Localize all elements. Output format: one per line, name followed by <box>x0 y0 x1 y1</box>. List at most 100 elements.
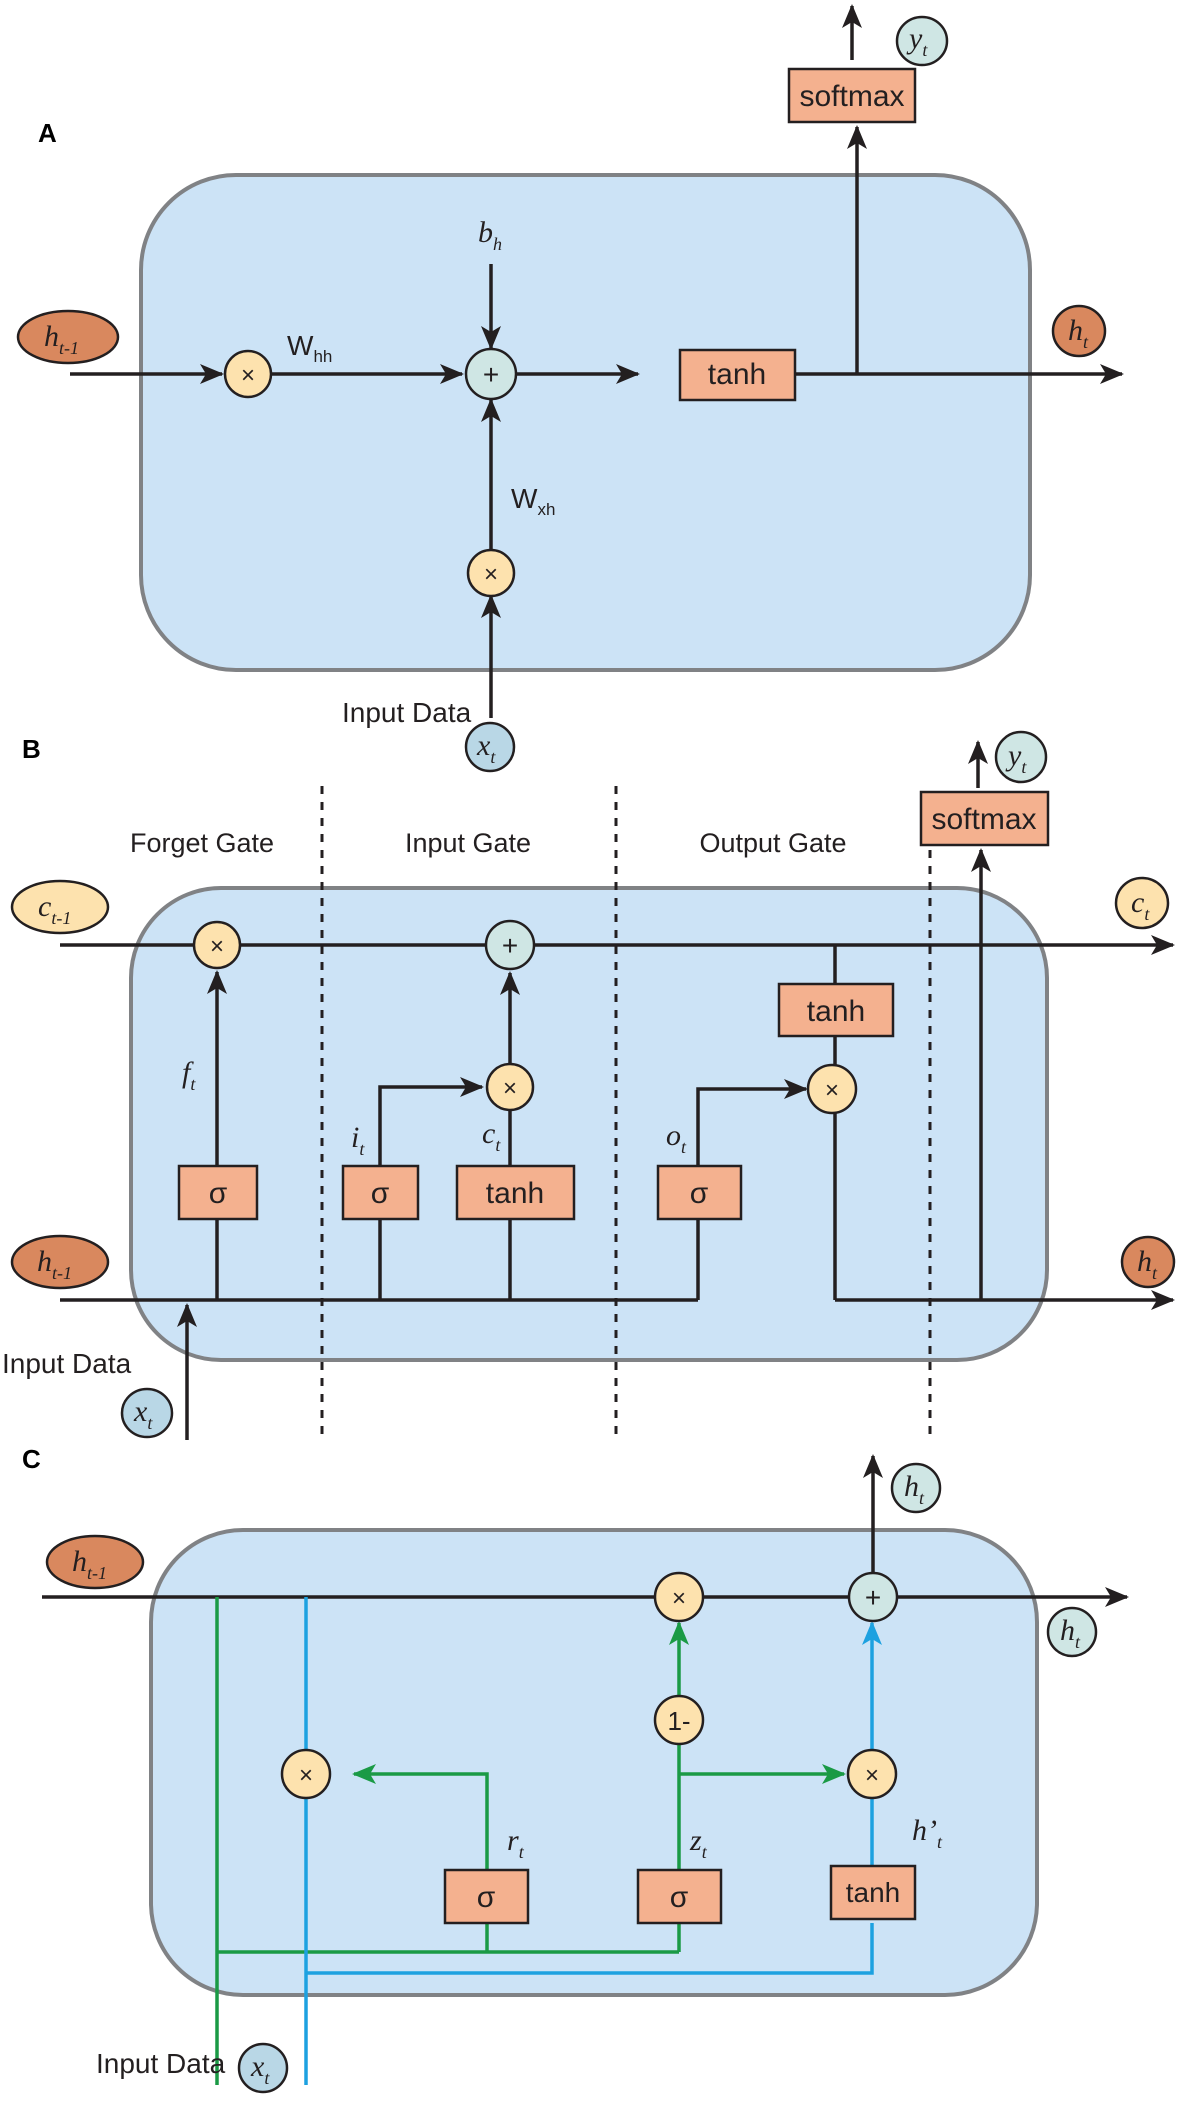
update-sigma-box: σ <box>636 1868 723 1925</box>
input-data-label: Input Data <box>96 2048 226 2079</box>
panel-c-label: C <box>22 1444 41 1474</box>
svg-text:×: × <box>672 1585 686 1612</box>
cell-add-op: + <box>484 919 536 971</box>
svg-text:×: × <box>484 561 498 588</box>
c-prev-node: ct-1 <box>10 879 110 935</box>
svg-text:+: + <box>483 359 499 390</box>
r-t-label: rt <box>507 1824 525 1862</box>
lstm-cell <box>129 886 1049 1362</box>
multiply-op-hh: × <box>223 349 273 399</box>
forget-multiply-op: × <box>192 920 242 970</box>
svg-text:×: × <box>825 1077 839 1104</box>
x-t-node: xt <box>237 2042 289 2094</box>
h-prev-node: ht-1 <box>10 1234 110 1290</box>
svg-text:σ: σ <box>670 1881 689 1914</box>
tanh-box: tanh <box>678 348 797 402</box>
svg-text:tanh: tanh <box>486 1177 544 1210</box>
h-prime-label: h’t <box>912 1814 943 1852</box>
svg-text:tanh: tanh <box>846 1877 901 1908</box>
svg-text:yt: yt <box>906 22 928 60</box>
svg-text:×: × <box>865 1762 879 1789</box>
h-prev-node: ht-1 <box>45 1534 145 1590</box>
svg-text:softmax: softmax <box>931 803 1036 836</box>
h-prev-node: ht-1 <box>16 309 120 365</box>
c-t-node: ct <box>1114 876 1170 930</box>
output-multiply-op: × <box>806 1063 858 1115</box>
tanh-box: tanh <box>829 1864 917 1921</box>
svg-text:ht: ht <box>1068 314 1089 352</box>
svg-text:ct-1: ct-1 <box>38 890 71 928</box>
softmax-box: softmax <box>787 67 917 124</box>
blue-bottom-line <box>306 1923 874 1975</box>
r-gate-line <box>352 1764 489 1870</box>
h-t-right-node: ht <box>1046 1606 1098 1658</box>
svg-text:ht: ht <box>904 1470 925 1508</box>
reset-multiply-op: × <box>280 1748 332 1800</box>
svg-text:ht-1: ht-1 <box>37 1245 72 1283</box>
update-multiply-op: × <box>653 1571 705 1623</box>
i-t-label: it <box>351 1121 365 1159</box>
svg-text:+: + <box>865 1582 881 1613</box>
one-minus-op: 1- <box>653 1694 705 1746</box>
svg-text:ht: ht <box>1060 1614 1081 1652</box>
input-data-label: Input Data <box>2 1348 132 1379</box>
svg-text:tanh: tanh <box>807 995 865 1028</box>
panel-b-label: B <box>22 734 41 764</box>
bias-label: bh <box>478 216 502 254</box>
svg-text:1-: 1- <box>667 1706 690 1736</box>
svg-text:ht-1: ht-1 <box>72 1545 107 1583</box>
output-sigma-box: σ <box>656 1164 743 1221</box>
svg-text:softmax: softmax <box>799 80 904 113</box>
x-t-node: xt <box>120 1387 174 1439</box>
h-t-node: ht <box>1051 304 1107 358</box>
panel-b: B Forget Gate Input Gate Output Gate <box>2 730 1176 1440</box>
reset-sigma-box: σ <box>443 1868 530 1925</box>
svg-text:×: × <box>241 362 255 389</box>
panel-a: A × + × tanh softmax <box>16 4 1124 773</box>
input-sigma-box: σ <box>341 1164 420 1221</box>
softmax-box: softmax <box>919 790 1050 847</box>
gru-cell <box>149 1528 1039 1997</box>
c-tilde-label: ct <box>482 1117 501 1155</box>
panel-a-label: A <box>38 118 57 148</box>
svg-text:ct: ct <box>1131 886 1150 924</box>
svg-text:ht: ht <box>1137 1245 1158 1283</box>
output-sigma-out <box>696 1079 808 1165</box>
svg-text:σ: σ <box>690 1177 709 1210</box>
svg-text:tanh: tanh <box>708 358 766 391</box>
svg-text:×: × <box>210 933 224 960</box>
wxh-label: Wxh <box>511 483 555 519</box>
svg-text:×: × <box>503 1075 517 1102</box>
input-gate-label: Input Gate <box>405 828 531 858</box>
x-t-node: xt <box>464 721 516 773</box>
h-t-node: ht <box>1120 1235 1176 1289</box>
svg-text:σ: σ <box>477 1881 496 1914</box>
forget-gate-label: Forget Gate <box>130 828 274 858</box>
whh-label: Whh <box>287 330 332 366</box>
svg-text:xt: xt <box>250 2050 270 2088</box>
o-t-label: ot <box>666 1119 687 1157</box>
rnn-cell <box>139 173 1032 672</box>
svg-text:xt: xt <box>476 729 496 767</box>
input-data-label: Input Data <box>342 697 472 728</box>
svg-text:σ: σ <box>209 1177 228 1210</box>
output-gate-label: Output Gate <box>699 828 846 858</box>
add-op: + <box>847 1571 899 1623</box>
output-tanh-box: tanh <box>777 982 895 1038</box>
input-multiply-op: × <box>485 1062 535 1112</box>
svg-text:xt: xt <box>133 1395 153 1433</box>
y-t-node: yt <box>895 15 949 67</box>
h-t-top-node: ht <box>890 1462 942 1514</box>
forget-sigma-box: σ <box>177 1164 259 1221</box>
z-t-label: zt <box>689 1824 708 1862</box>
panel-c: C × × 1- <box>22 1444 1129 2094</box>
svg-text:+: + <box>502 930 518 961</box>
svg-text:×: × <box>299 1762 313 1789</box>
svg-text:yt: yt <box>1005 739 1027 777</box>
multiply-op-xh: × <box>466 548 516 598</box>
svg-text:ht-1: ht-1 <box>44 320 79 358</box>
svg-text:σ: σ <box>371 1177 390 1210</box>
input-tanh-box: tanh <box>455 1164 576 1221</box>
add-op: + <box>464 347 518 401</box>
